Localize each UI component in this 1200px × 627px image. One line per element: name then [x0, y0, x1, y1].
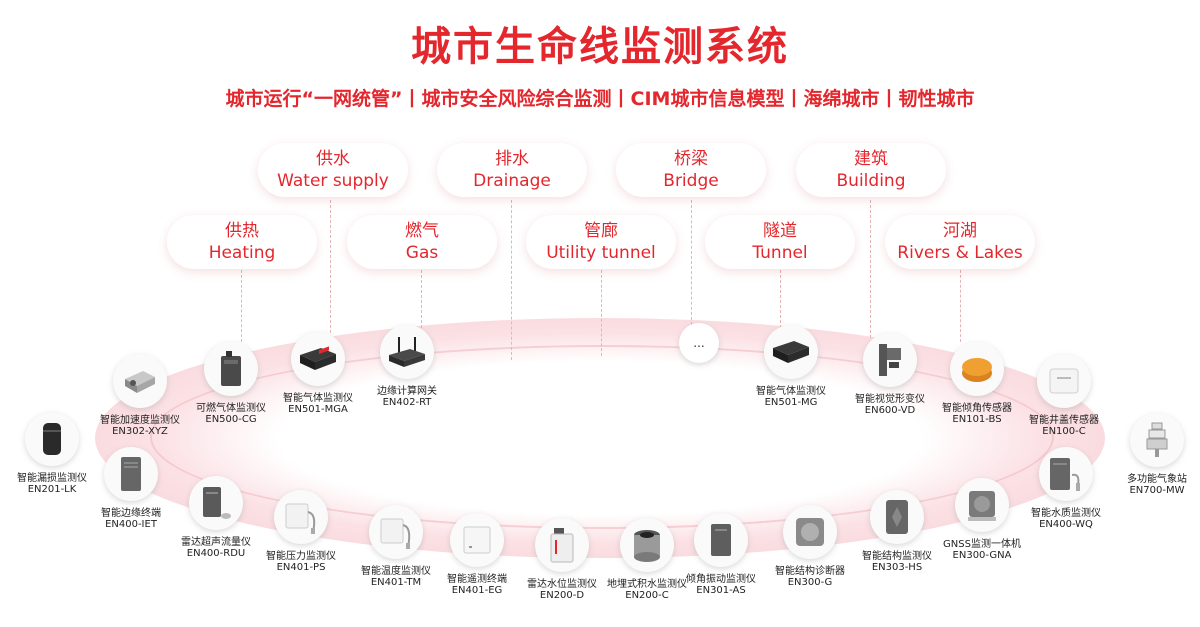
gas-monitor-icon — [300, 346, 336, 370]
structure-monitor-icon — [886, 500, 908, 534]
connector-line — [960, 270, 961, 342]
pressure-monitor-icon — [285, 503, 316, 534]
more-indicator: ... — [679, 323, 719, 363]
manhole-sensor-icon — [1049, 368, 1079, 394]
connector-line — [780, 270, 781, 328]
connector-line — [601, 270, 602, 356]
vibration-monitor-icon — [711, 524, 731, 556]
connector-line — [511, 200, 512, 360]
leak-monitor-icon — [43, 423, 61, 455]
radar-level-icon — [550, 528, 574, 563]
connector-line — [870, 200, 871, 338]
tilt-sensor-icon — [962, 358, 992, 382]
inner-ring — [150, 345, 1054, 529]
structure-diagnoser-icon — [796, 518, 824, 546]
connector-line — [691, 200, 692, 325]
connector-line — [241, 270, 242, 342]
edge-terminal-icon — [121, 457, 141, 491]
connector-line — [421, 270, 422, 328]
gateway-icon — [389, 337, 425, 367]
page-title: 城市生命线监测系统 — [411, 24, 789, 70]
vision-deformation-icon — [879, 344, 901, 376]
page-subtitle: 城市运行“一网统管”丨城市安全风险综合监测丨CIM城市信息模型丨海绵城市丨韧性城… — [225, 88, 975, 110]
accelerometer-icon — [125, 371, 155, 393]
water-quality-icon — [1050, 458, 1080, 491]
gas-detector-icon — [221, 351, 241, 386]
telemetry-terminal-icon — [463, 526, 491, 554]
gas-monitor-icon — [773, 341, 809, 363]
gnss-icon — [968, 491, 996, 521]
ponding-monitor-icon — [634, 530, 660, 562]
flowmeter-icon — [203, 487, 231, 519]
weather-station-icon — [1146, 422, 1168, 457]
connector-line — [330, 200, 331, 368]
temperature-monitor-icon — [380, 518, 411, 549]
